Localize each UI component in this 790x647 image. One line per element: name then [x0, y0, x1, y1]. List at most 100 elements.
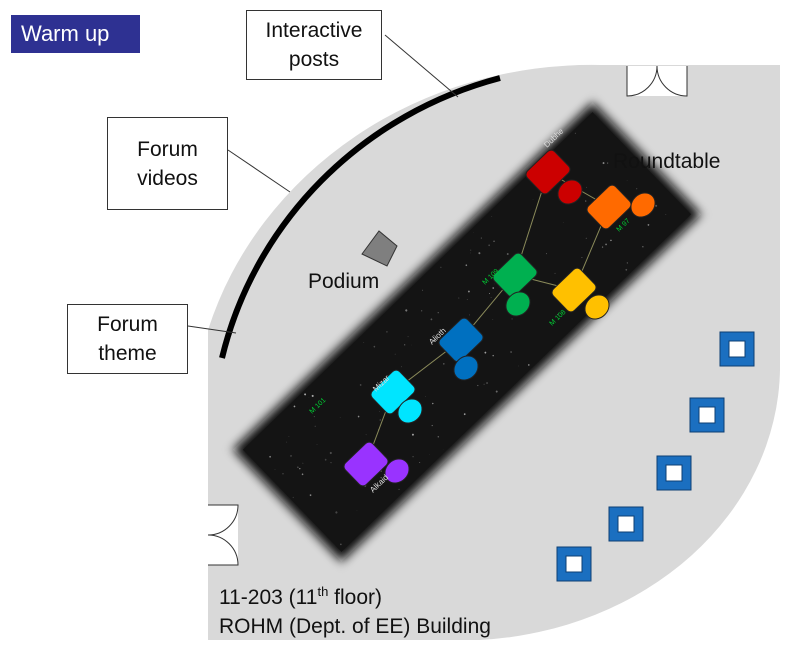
- star-dot: [314, 425, 316, 427]
- star-dot: [574, 132, 576, 134]
- star-dot: [429, 454, 430, 455]
- star-dot: [308, 396, 310, 398]
- star-dot: [546, 253, 547, 255]
- room-info: 11-203 (11th floor) ROHM (Dept. of EE) B…: [219, 577, 491, 641]
- star-dot: [433, 339, 436, 341]
- star-dot: [556, 314, 558, 316]
- star-dot: [311, 394, 314, 397]
- star-dot: [379, 411, 380, 412]
- star-dot: [302, 462, 304, 464]
- star-dot: [293, 405, 296, 408]
- star-dot: [518, 365, 519, 367]
- star-dot: [356, 510, 358, 511]
- star-dot: [412, 456, 414, 458]
- star-dot: [410, 344, 412, 346]
- curved-screen: [219, 75, 501, 359]
- star-dot: [316, 444, 318, 445]
- star-dot: [330, 462, 332, 464]
- star-dot: [470, 249, 472, 251]
- star-dot: [477, 384, 479, 387]
- star-dot: [335, 511, 338, 514]
- star-dot: [626, 179, 628, 181]
- star-dot: [458, 297, 460, 299]
- roundtable-label: Roundtable: [613, 150, 721, 173]
- star-dot: [527, 239, 528, 240]
- star-dot: [585, 200, 587, 202]
- star-dot: [419, 462, 421, 463]
- star-dot: [466, 299, 468, 301]
- star-dot: [480, 237, 483, 239]
- forum-theme-line1: Forum: [97, 313, 158, 336]
- star-dot: [602, 162, 605, 165]
- star-dot: [581, 257, 583, 258]
- interactive-posts-box: Interactive posts: [246, 10, 382, 80]
- star-dot: [492, 354, 494, 357]
- star-dot: [601, 246, 604, 248]
- star-dot: [585, 237, 588, 240]
- table-purple: [343, 441, 410, 487]
- star-dot: [365, 434, 367, 436]
- star-dot: [605, 243, 607, 246]
- star-dot: [510, 351, 513, 353]
- seat-icon: [689, 397, 725, 433]
- star-dot: [297, 466, 299, 468]
- star-dot: [528, 364, 530, 366]
- star-dot: [313, 416, 315, 418]
- star-dot: [357, 415, 360, 418]
- star-dot: [642, 246, 644, 248]
- star-dot: [292, 496, 294, 499]
- table-blue: [438, 317, 484, 381]
- seat-icon: [608, 506, 644, 542]
- star-dot: [401, 366, 402, 368]
- star-dot: [359, 384, 362, 386]
- star-dot: [386, 331, 388, 333]
- star-dot: [269, 455, 271, 458]
- star-dot: [286, 441, 288, 443]
- building-name: ROHM (Dept. of EE) Building: [219, 615, 491, 638]
- warm-up-label: Warm up: [21, 21, 110, 46]
- star-dot: [363, 341, 365, 343]
- star-dot: [506, 253, 509, 255]
- star-dot: [309, 494, 312, 497]
- connector-interactive-posts: [384, 34, 459, 98]
- interactive-posts-line2: posts: [288, 48, 340, 71]
- table-cyan: [370, 369, 423, 424]
- interactive-posts-line1: Interactive: [265, 19, 363, 42]
- star-dot: [340, 543, 342, 546]
- star-dot: [430, 318, 433, 321]
- star-dot: [484, 351, 487, 354]
- warm-up-badge: Warm up: [11, 15, 140, 53]
- forum-videos-box: Forum videos: [107, 117, 228, 210]
- star-dot: [437, 312, 439, 314]
- star-dot: [493, 240, 495, 242]
- star-dot: [288, 436, 290, 438]
- star-dot: [562, 222, 564, 223]
- star-dot: [465, 264, 468, 267]
- star-dot: [463, 413, 466, 416]
- star-dot: [665, 213, 667, 215]
- star-dot: [404, 344, 406, 346]
- forum-videos-line1: Forum: [137, 137, 198, 161]
- star-dot: [373, 345, 376, 348]
- star-dot: [636, 188, 638, 190]
- star-dot: [299, 468, 301, 470]
- seat-icon: [656, 455, 692, 491]
- table-orange: [586, 184, 656, 230]
- star-dot: [486, 382, 488, 384]
- star-dot: [282, 472, 284, 475]
- star-dot: [407, 336, 409, 338]
- star-dot: [492, 319, 494, 321]
- star-dot: [491, 215, 493, 217]
- door-icon: [207, 504, 239, 566]
- star-dot: [437, 435, 440, 438]
- star-dot: [339, 417, 341, 418]
- room-number: 11-203 (11th floor): [219, 584, 382, 609]
- podium-icon: [361, 230, 398, 267]
- star-dot: [625, 268, 628, 271]
- star-dot: [432, 402, 434, 405]
- star-dot: [405, 309, 408, 312]
- forum-videos-line2: videos: [137, 166, 198, 190]
- star-dot: [511, 318, 513, 320]
- star-dot: [329, 451, 332, 455]
